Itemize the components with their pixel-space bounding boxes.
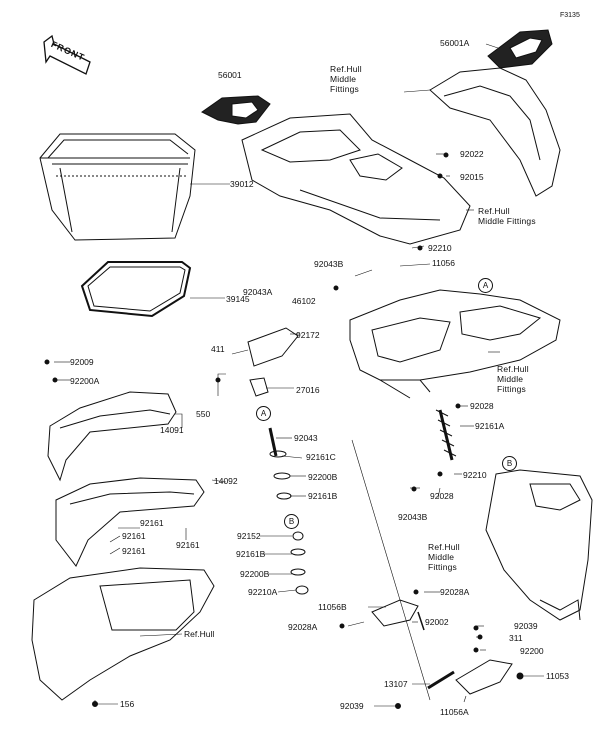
part-label-92028A-left: 92028A — [288, 622, 318, 632]
part-label-92039-left: 92039 — [340, 701, 364, 711]
part-label-13107: 13107 — [384, 679, 408, 689]
callout-a-upper: A — [478, 278, 493, 293]
latch-bracket-part — [247, 327, 299, 397]
ref-hull-middle-fittings-lower-right: Ref.Hull Middle Fittings — [428, 542, 460, 572]
part-label-14091: 14091 — [160, 425, 184, 435]
vent-cover-part — [201, 95, 271, 125]
callout-b-right: B — [502, 456, 517, 471]
part-label-11056A: 11056A — [440, 707, 469, 717]
part-label-92161A: 92161A — [475, 421, 505, 431]
figure-code: F3135 — [560, 12, 580, 19]
part-label-56001: 56001 — [218, 70, 242, 80]
ref-hull-middle-fittings-top: Ref.Hull Middle Fittings — [330, 64, 362, 94]
part-label-92210-top: 92210 — [428, 243, 452, 253]
part-label-92039-right: 92039 — [514, 621, 538, 631]
part-label-92161-a: 92161 — [140, 518, 164, 528]
ref-hull-middle-fittings-upper-right: Ref.Hull Middle Fittings — [478, 206, 536, 226]
part-label-56001A: 56001A — [440, 38, 470, 48]
part-label-311: 311 — [509, 633, 523, 643]
part-label-92152: 92152 — [237, 531, 261, 541]
front-hull-part — [31, 567, 215, 701]
part-label-92161-d: 92161 — [176, 540, 200, 550]
part-label-550: 550 — [196, 409, 211, 419]
part-label-11053: 11053 — [546, 671, 570, 681]
part-label-39145: 39145 — [226, 294, 250, 304]
part-label-14092: 14092 — [214, 476, 238, 486]
part-label-92002: 92002 — [425, 617, 449, 627]
part-label-92028-mid: 92028 — [430, 491, 454, 501]
part-label-92210A: 92210A — [248, 587, 278, 597]
part-label-92200B: 92200B — [308, 472, 338, 482]
part-label-39012: 39012 — [230, 179, 254, 189]
fastener-dots — [44, 152, 524, 709]
hood-liner-part — [55, 477, 205, 567]
part-label-11056B: 11056B — [318, 602, 347, 612]
bottom-latch-part — [371, 599, 513, 695]
part-label-92043: 92043 — [294, 433, 318, 443]
part-label-92210-mid: 92210 — [463, 470, 487, 480]
part-label-156: 156 — [120, 699, 135, 709]
part-label-92043A: 92043A — [243, 287, 273, 297]
right-side-panel-part — [429, 67, 561, 197]
part-label-46102: 46102 — [292, 296, 316, 306]
hood-cover-part — [47, 391, 177, 482]
storage-bin-part — [39, 133, 196, 241]
part-label-92015: 92015 — [460, 172, 484, 182]
center-hardware-stack — [268, 427, 309, 595]
ref-hull-middle-fittings-mid-right: Ref.Hull Middle Fittings — [497, 364, 529, 394]
ref-hull-label: Ref.Hull — [184, 629, 215, 639]
part-label-92200B-lower: 92200B — [240, 569, 270, 579]
spring-assembly-part — [435, 409, 457, 461]
part-label-92043B-top: 92043B — [314, 259, 344, 269]
part-label-92172: 92172 — [296, 330, 320, 340]
part-label-92161B-lower: 92161B — [236, 549, 266, 559]
front-direction-indicator: FRONT — [40, 34, 96, 80]
callout-a-lower: A — [256, 406, 271, 421]
rear-fitting-panel-part — [485, 469, 593, 621]
front-arrow-icon — [43, 34, 91, 75]
part-label-92028-right: 92028 — [470, 401, 494, 411]
part-label-411: 411 — [211, 344, 225, 354]
hull-fitting-frame-part — [349, 289, 561, 399]
part-label-92161-b: 92161 — [122, 531, 146, 541]
part-label-92022: 92022 — [460, 149, 484, 159]
part-label-92161-c: 92161 — [122, 546, 146, 556]
gasket-part — [80, 261, 192, 318]
part-label-11056: 11056 — [432, 258, 456, 268]
part-label-92161C: 92161C — [306, 452, 336, 462]
part-label-92200A: 92200A — [70, 376, 100, 386]
part-label-27016: 27016 — [296, 385, 320, 395]
part-label-92200: 92200 — [520, 646, 544, 656]
callout-b-center: B — [284, 514, 299, 529]
part-label-92161B-upper: 92161B — [308, 491, 338, 501]
part-label-92028A-right: 92028A — [440, 587, 470, 597]
vent-cover-right-part — [487, 29, 553, 69]
part-label-92043B-bottom: 92043B — [398, 512, 428, 522]
upper-deck-panel-part — [241, 113, 471, 245]
part-label-92009: 92009 — [70, 357, 94, 367]
leader-lines — [54, 43, 544, 707]
